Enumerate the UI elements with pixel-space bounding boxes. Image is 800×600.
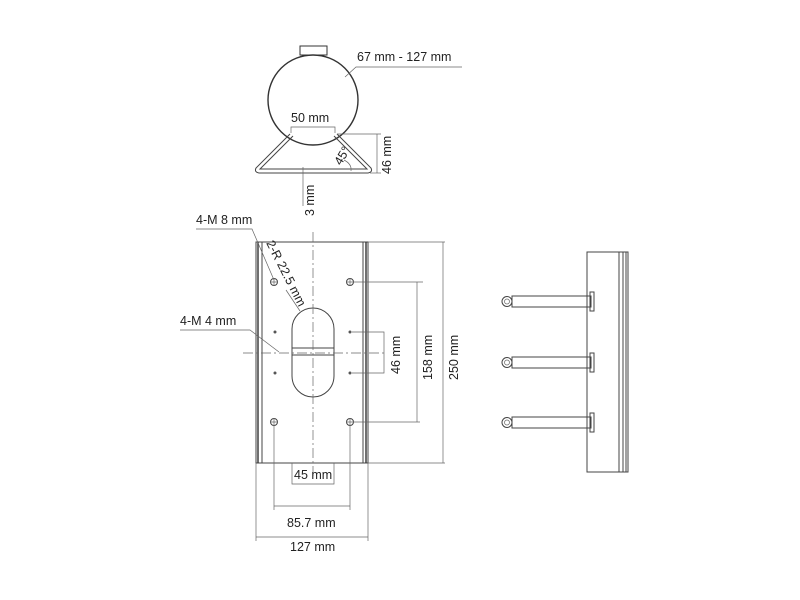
arm-knob: [501, 417, 513, 428]
top-view: 67 mm - 127 mm 50 mm 46 mm 45° 3 mm: [254, 45, 462, 216]
slot-width-dim: [291, 463, 335, 485]
plate-width-label: 127 mm: [290, 540, 335, 554]
arm-bar: [511, 416, 592, 429]
clamp-buckle: [299, 45, 328, 56]
bracket-width-label: 50 mm: [291, 111, 329, 125]
pole-diameter-label: 67 mm - 127 mm: [357, 50, 451, 64]
hole-crosshairs: [270, 278, 354, 426]
hole-horizontal-spacing-label: 85.7 mm: [287, 516, 336, 530]
large-hole-spacing-label: 158 mm: [421, 335, 435, 380]
arm-knob-inner: [504, 419, 510, 426]
m4-hole: [273, 330, 277, 334]
center-slot: [291, 307, 335, 398]
mounting-plate: [255, 241, 369, 464]
side-arm: [501, 291, 595, 312]
small-holes: [273, 330, 352, 375]
small-hole-spacing-label: 46 mm: [389, 336, 403, 374]
slot-radius-label: 2-R 22.5 mm: [263, 238, 308, 309]
thickness-label: 3 mm: [303, 185, 317, 216]
side-view: [501, 251, 629, 473]
arm-flange: [589, 352, 595, 373]
arm-bar: [511, 356, 592, 369]
pole-circle: [267, 54, 359, 146]
large-holes: [270, 278, 354, 426]
bracket-triangle: [254, 133, 373, 174]
slot-width-label: 45 mm: [294, 468, 332, 482]
m4-hole: [348, 330, 352, 334]
arm-flange: [589, 291, 595, 312]
arm-knob: [501, 296, 513, 307]
large-holes-label: 4-M 8 mm: [196, 213, 252, 227]
bracket-height-label: 46 mm: [380, 136, 394, 174]
m4-hole: [348, 371, 352, 375]
side-arm: [501, 352, 595, 373]
arm-knob-inner: [504, 359, 510, 366]
bracket-width-dim: [290, 126, 336, 133]
arm-knob: [501, 357, 513, 368]
arm-flange: [589, 412, 595, 433]
pole-diameter-leader: [344, 66, 462, 78]
small-holes-leader: [180, 329, 280, 353]
side-arm: [501, 412, 595, 433]
slot-radius-leader: [285, 289, 301, 312]
front-view: 4-M 8 mm 2-R 22.5 mm 4-M 4 mm 46 mm 158 …: [180, 213, 461, 554]
arm-bar: [511, 295, 592, 308]
angle-arc: [343, 159, 352, 172]
large-holes-leader: [196, 228, 275, 281]
angle-label: 45°: [331, 144, 353, 167]
plate-height-label: 250 mm: [447, 335, 461, 380]
m4-hole: [273, 371, 277, 375]
small-hole-spacing-dim: [352, 331, 385, 374]
side-plate: [586, 251, 629, 473]
arm-knob-inner: [504, 298, 510, 305]
small-holes-label: 4-M 4 mm: [180, 314, 236, 328]
